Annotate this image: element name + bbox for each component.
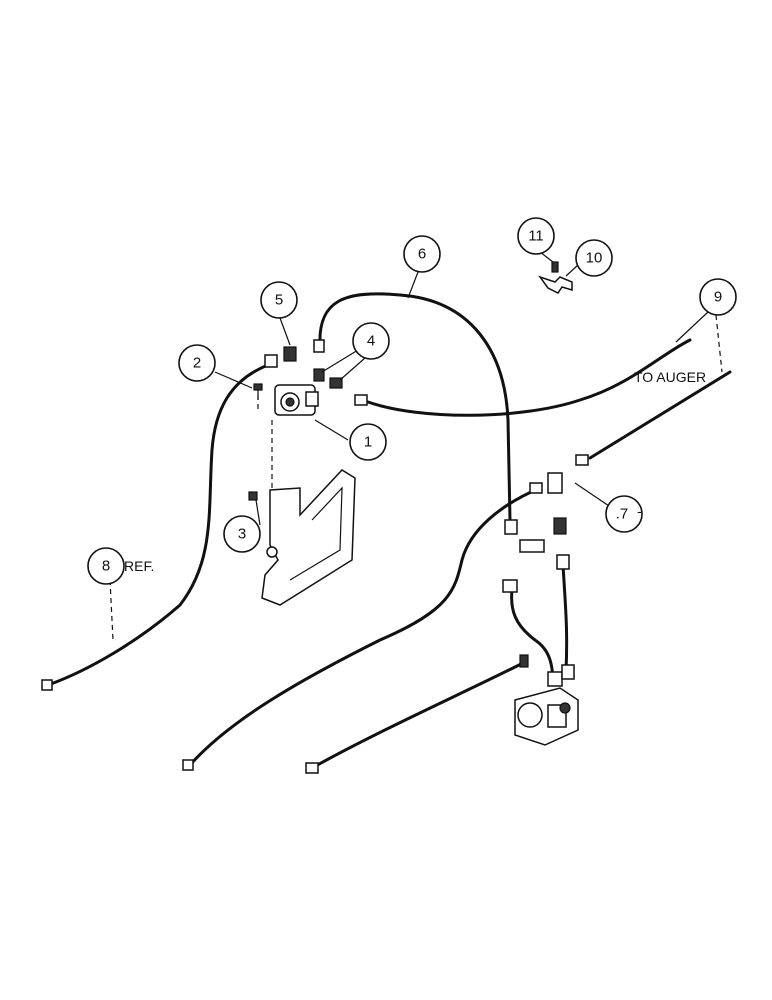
callout-11[interactable]: 11 [517, 217, 555, 255]
hose-clamp [538, 275, 573, 294]
leader-2 [214, 371, 253, 389]
svg-text:2: 2 [193, 355, 201, 372]
hose-valve-to-auger [366, 338, 692, 417]
auger-line [588, 370, 732, 460]
svg-text:5: 5 [275, 292, 283, 309]
callout-2[interactable]: 2 [178, 344, 216, 382]
ref-label: REF. [124, 558, 154, 574]
callout-8[interactable]: 8 [87, 547, 125, 585]
leader-1 [314, 419, 349, 441]
valve-body [274, 384, 319, 416]
hose-end-8 [41, 679, 53, 691]
leader-9a [675, 311, 709, 343]
callout-3[interactable]: 3 [223, 515, 261, 553]
leader-10 [565, 264, 579, 277]
to-auger-label: TO AUGER [634, 369, 706, 385]
fitting-5-elbow [283, 346, 297, 362]
svg-text:9: 9 [714, 289, 722, 306]
callout-9[interactable]: 9 [699, 278, 737, 316]
bolt [253, 383, 263, 400]
mounting-bracket [261, 469, 356, 606]
callout-5[interactable]: 5 [260, 281, 298, 319]
fitting-4a [313, 368, 325, 382]
svg-text:1: 1 [364, 434, 372, 451]
fitting-top-hose6 [313, 339, 325, 353]
svg-text:6: 6 [418, 246, 426, 263]
hose-end-long [182, 759, 194, 771]
leader-4b [339, 357, 366, 381]
svg-text:.7: .7 [616, 506, 629, 523]
hose-end-pump [305, 762, 319, 774]
hose-8 [46, 363, 270, 687]
callout-7[interactable]: .7 - [605, 495, 643, 533]
svg-text:3: 3 [238, 526, 246, 543]
leader-3 [255, 499, 261, 526]
leader-9b [715, 314, 723, 373]
svg-text:4: 4 [367, 333, 375, 350]
hose-pump-lower [310, 660, 527, 770]
callout-4[interactable]: 4 [352, 322, 390, 360]
callout-7-suffix: - [637, 503, 642, 519]
hose-long-left [188, 486, 542, 767]
svg-text:11: 11 [528, 228, 544, 245]
hydraulic-pump [514, 654, 579, 746]
fitting-right-hose [354, 394, 368, 406]
hose-6 [318, 292, 512, 522]
leader-5 [279, 317, 291, 346]
hose-tee-pump-b [561, 563, 569, 672]
svg-text:10: 10 [586, 250, 603, 267]
hose-end-fitting [264, 354, 278, 368]
leader-4a [321, 349, 359, 373]
tee-fittings [502, 454, 589, 593]
callout-6[interactable]: 6 [403, 235, 441, 273]
fitting-4b [329, 377, 343, 389]
callout-1[interactable]: 1 [349, 423, 387, 461]
leader-6 [407, 271, 419, 299]
clamp-screw [551, 261, 559, 273]
bracket-hole [266, 546, 278, 558]
nut [248, 491, 258, 501]
leader-8 [109, 579, 114, 641]
bracket-inner-cutout [289, 486, 343, 581]
hose-tee-pump-a [510, 588, 555, 687]
svg-text:8: 8 [102, 558, 110, 575]
callout-10[interactable]: 10 [575, 239, 613, 277]
leader-7 [574, 482, 613, 509]
